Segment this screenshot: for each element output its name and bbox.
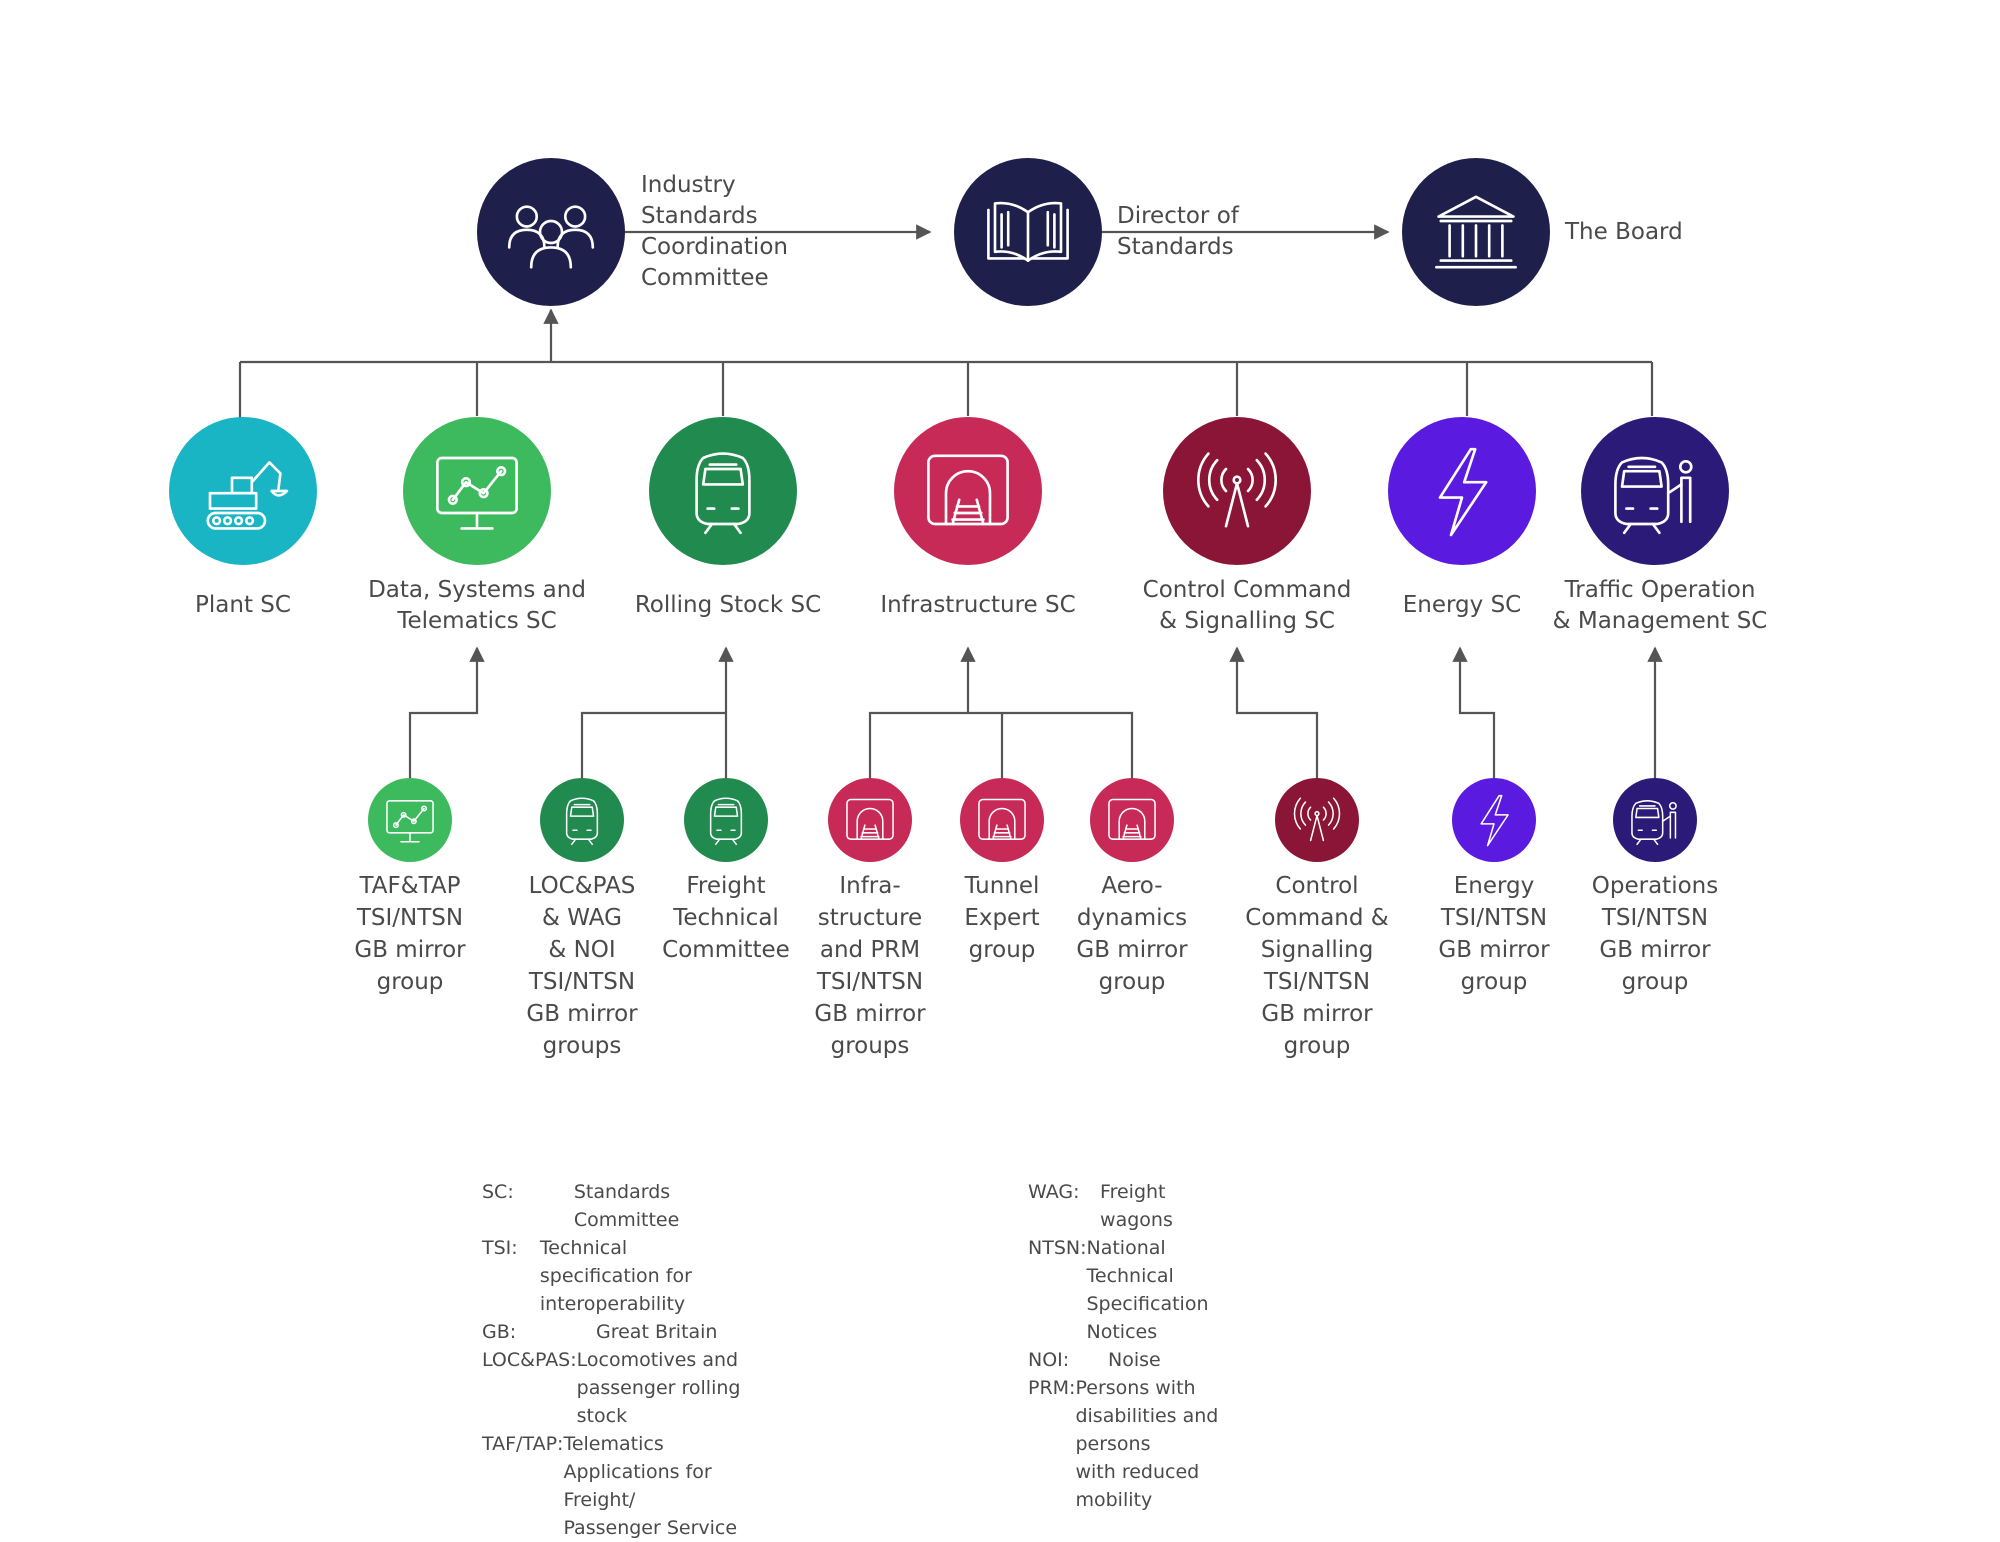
board-label: The Board xyxy=(1565,219,1683,245)
freight-committee-node xyxy=(684,778,768,862)
plant-sc-label: Plant SC xyxy=(195,592,291,618)
arrow-groups-to-rolling xyxy=(580,648,726,780)
legend-item: LOC&PAS:Locomotives and passenger rollin… xyxy=(482,1349,741,1427)
aerodynamics-group-label: Aero- dynamics GB mirror group xyxy=(1076,873,1188,995)
arrow-ccs-group-to-ccs xyxy=(1229,646,1319,780)
top-row xyxy=(477,158,1550,306)
legend-item: TAF/TAP:Telematics Applications for Frei… xyxy=(482,1433,738,1539)
operations-group-label: Operations TSI/NTSN GB mirror group xyxy=(1591,873,1719,995)
freight-committee-label: Freight Technical Committee xyxy=(662,873,790,963)
taf-tap-group-node xyxy=(368,778,452,862)
iscc-node xyxy=(477,158,625,306)
ccs-group-label: Control Command & Signalling TSI/NTSN GB… xyxy=(1245,873,1389,1059)
loc-pas-group-label: LOC&PAS & WAG & NOI TSI/NTSN GB mirror g… xyxy=(526,873,638,1059)
iscc-label: Industry Standards Coordination Committe… xyxy=(641,172,788,291)
ccs-sc-node xyxy=(1163,417,1311,565)
traffic-sc-label: Traffic Operation & Management SC xyxy=(1552,577,1768,634)
infrastructure-sc-label: Infrastructure SC xyxy=(880,592,1076,618)
group-row xyxy=(368,778,1697,862)
org-chart xyxy=(169,158,1729,862)
energy-group-label: Energy TSI/NTSN GB mirror group xyxy=(1438,873,1550,995)
energy-group-node xyxy=(1452,778,1536,862)
ccs-sc-label: Control Command & Signalling SC xyxy=(1142,577,1352,634)
legend-left-column: SC:Standards Committee TSI:Technical spe… xyxy=(482,1178,741,1542)
traffic-sc-node xyxy=(1581,417,1729,565)
data-sc-node xyxy=(403,417,551,565)
legend-item: NOI:Noise xyxy=(1028,1349,1161,1371)
director-label: Director of Standards xyxy=(1117,203,1239,260)
energy-sc-label: Energy SC xyxy=(1402,592,1522,618)
loc-pas-group-node xyxy=(540,778,624,862)
plant-sc-node xyxy=(169,417,317,565)
rolling-stock-sc-node xyxy=(649,417,797,565)
infrastructure-sc-node xyxy=(894,417,1042,565)
operations-group-node xyxy=(1613,778,1697,862)
infra-prm-group-node xyxy=(828,778,912,862)
board-node xyxy=(1402,158,1550,306)
legend-item: GB:Great Britain xyxy=(482,1321,718,1343)
legend-item: SC:Standards Committee xyxy=(482,1181,680,1231)
committee-row xyxy=(169,417,1729,565)
legend-item: PRM:Persons with disabilities and person… xyxy=(1028,1377,1219,1511)
taf-tap-group-label: TAF&TAP TSI/NTSN GB mirror group xyxy=(354,873,466,995)
energy-sc-node xyxy=(1388,417,1536,565)
connector-lines xyxy=(238,224,1663,780)
arrow-groups-to-infra xyxy=(868,648,1134,780)
ccs-group-node xyxy=(1275,778,1359,862)
legend-right-column: WAG:Freight wagons NTSN:National Technic… xyxy=(1028,1178,1230,1514)
data-sc-label: Data, Systems and Telematics SC xyxy=(368,577,586,634)
infra-prm-group-label: Infra- structure and PRM TSI/NTSN GB mir… xyxy=(814,873,926,1059)
legend-item: TSI:Technical specification for interope… xyxy=(482,1237,692,1315)
director-node xyxy=(954,158,1102,306)
tunnel-expert-group-label: Tunnel Expert group xyxy=(964,873,1040,963)
legend-item: WAG:Freight wagons xyxy=(1028,1181,1173,1231)
aerodynamics-group-node xyxy=(1090,778,1174,862)
arrow-energy-group-to-energy xyxy=(1452,646,1496,780)
arrow-taf-to-data xyxy=(408,646,485,780)
tunnel-expert-group-node xyxy=(960,778,1044,862)
legend-item: NTSN:National Technical Specification No… xyxy=(1028,1237,1209,1343)
rolling-stock-sc-label: Rolling Stock SC xyxy=(634,592,822,618)
